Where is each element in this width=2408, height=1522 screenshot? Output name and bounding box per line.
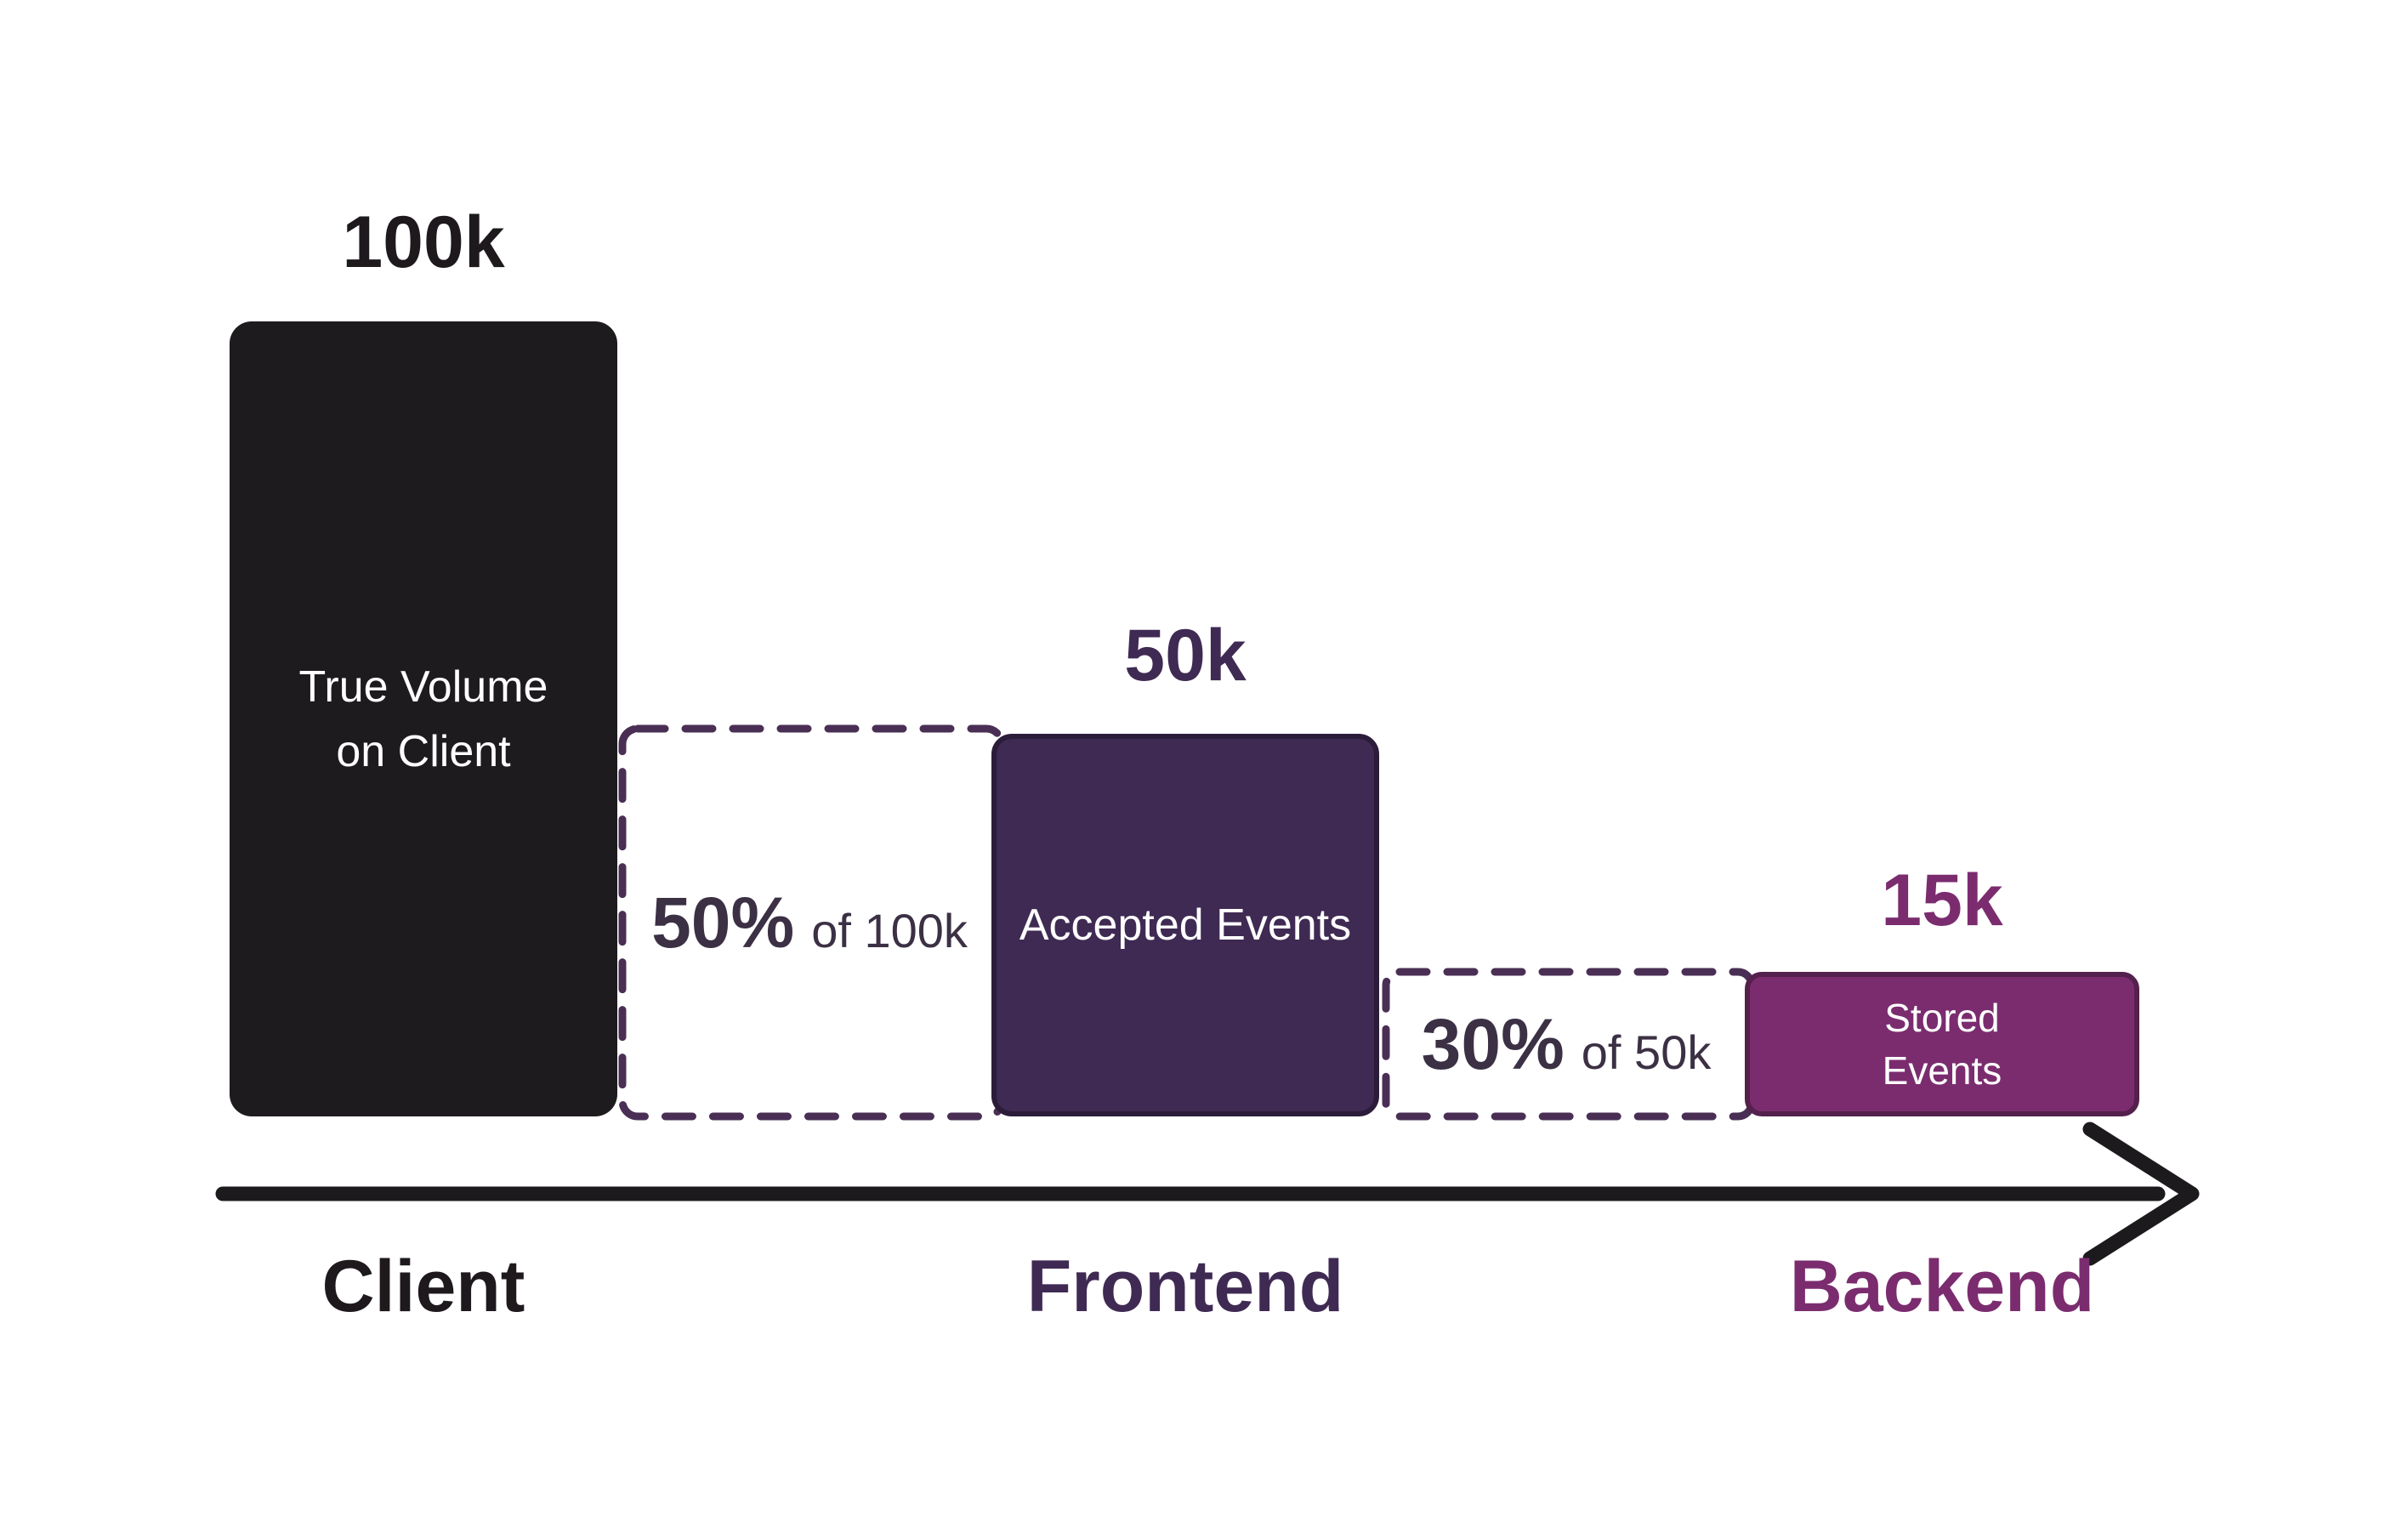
value-label-frontend: 50k — [1124, 615, 1247, 696]
retention-note-text: 30% of 50k — [1422, 1003, 1712, 1086]
axis-label-backend: Backend — [1789, 1246, 2095, 1327]
axis-label-frontend: Frontend — [1026, 1246, 1344, 1327]
retention-note-backend: 30% of 50k — [1381, 972, 1752, 1116]
bar-accepted-events: Accepted Events — [991, 734, 1379, 1116]
retention-percent: 50% — [651, 882, 795, 963]
bar-label: Accepted Events — [1019, 900, 1352, 950]
bar-true-volume-on-client: True Volume on Client — [230, 321, 617, 1116]
axis-label-client: Client — [321, 1246, 525, 1327]
axis-arrow-head-icon — [2082, 1122, 2200, 1266]
retention-base: of 100k — [811, 903, 968, 957]
retention-note-frontend: 50% of 100k — [617, 729, 1002, 1116]
dashed-dropoff-box-backend — [1382, 968, 1756, 1121]
value-label-backend: 15k — [1881, 860, 2003, 941]
retention-base: of 50k — [1581, 1025, 1712, 1079]
bar-stored-events: Stored Events — [1745, 972, 2139, 1116]
bar-label: True Volume on Client — [298, 662, 548, 776]
value-label-client: 100k — [342, 202, 505, 283]
retention-percent: 30% — [1421, 1003, 1565, 1084]
retention-note-text: 50% of 100k — [651, 882, 968, 964]
bar-label: Stored Events — [1882, 996, 2002, 1093]
